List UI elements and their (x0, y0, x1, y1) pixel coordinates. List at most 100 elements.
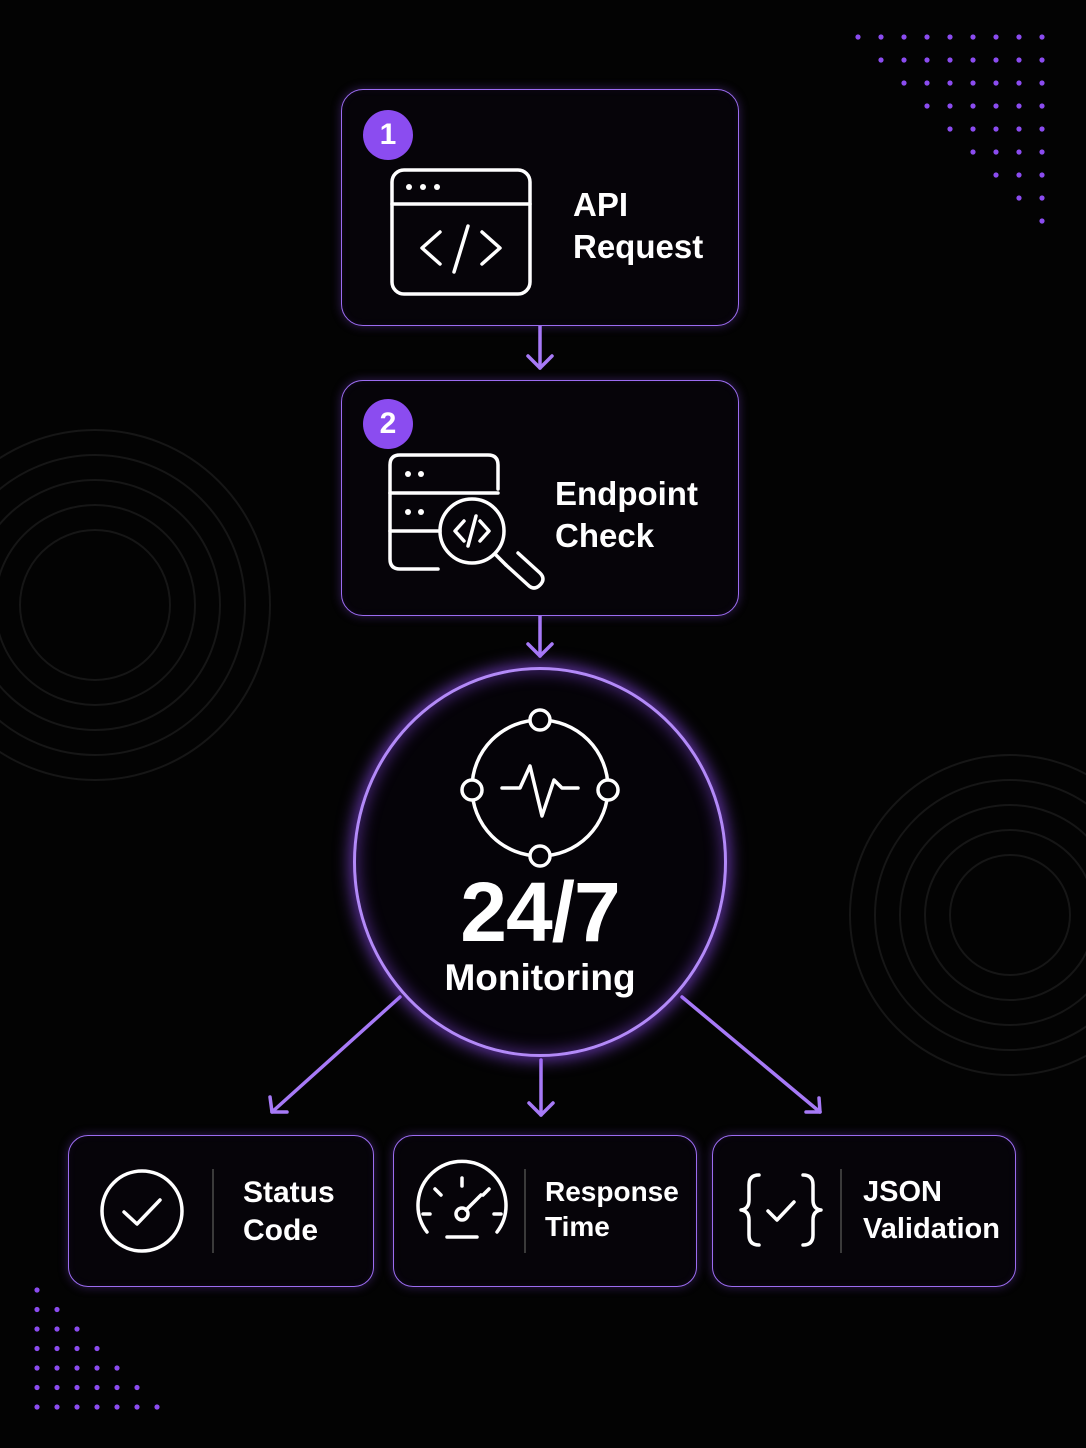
decorative-dot (947, 34, 953, 40)
card-divider (524, 1169, 526, 1253)
hub-number: 24/7 (460, 865, 621, 959)
decorative-dot (54, 1365, 60, 1371)
decorative-dot (924, 80, 930, 86)
decorative-dot (34, 1345, 40, 1352)
output-title: Response Time (545, 1174, 679, 1245)
decorative-dot (134, 1404, 140, 1410)
step-card-endpoint-check: 2 Endpoi (341, 380, 739, 616)
output-title-line-1: JSON (863, 1176, 942, 1208)
step-title-line-1: Endpoint (555, 475, 698, 512)
decorative-dot (54, 1326, 60, 1332)
decorative-dot (993, 103, 999, 109)
decorative-dot (34, 1404, 40, 1410)
decorative-dot (993, 34, 999, 40)
arrow-hub-to-response-time (527, 1058, 555, 1117)
decorative-dot (993, 149, 999, 155)
output-card-json-validation: JSON Validation (712, 1135, 1016, 1287)
decorative-dot (34, 1384, 40, 1391)
decorative-dot (54, 1306, 60, 1313)
decorative-dot (74, 1345, 80, 1352)
decorative-dot (34, 1287, 40, 1293)
decorative-dot (1039, 149, 1045, 155)
step-number-badge: 1 (363, 110, 413, 160)
decorative-dot (901, 57, 907, 63)
decorative-dot (74, 1384, 80, 1391)
output-title-line-1: Response (545, 1176, 679, 1207)
decorative-dot (947, 80, 953, 86)
pulse-monitor-icon (460, 706, 620, 868)
decorative-dot (970, 57, 976, 63)
decorative-dot (34, 1306, 40, 1313)
decorative-dot (993, 172, 999, 178)
output-title-line-2: Time (545, 1211, 610, 1243)
decorative-dot (94, 1404, 100, 1410)
dot-grid-bottom-left (34, 1287, 160, 1410)
output-title-line-1: Status (243, 1176, 335, 1209)
server-inspect-icon (388, 453, 548, 599)
decorative-dot (34, 1365, 40, 1371)
decorative-dot (1016, 126, 1022, 132)
decorative-dot (970, 126, 976, 132)
decorative-dot (34, 1326, 40, 1332)
decorative-dot (114, 1384, 120, 1391)
decorative-dot (970, 149, 976, 155)
dot-grid-top-right (855, 34, 1045, 224)
decorative-dot (1039, 80, 1045, 86)
decorative-dot (947, 57, 953, 63)
step-title: Endpoint Check (555, 473, 698, 556)
decorative-dot (74, 1326, 80, 1332)
arrow-step2-to-hub (526, 614, 554, 658)
decorative-dot (1016, 103, 1022, 109)
decorative-dot (74, 1404, 80, 1410)
decorative-dot (1016, 57, 1022, 63)
decorative-dot (970, 103, 976, 109)
output-title: Status Code (243, 1174, 335, 1250)
decorative-dot (993, 80, 999, 86)
decorative-dot (54, 1384, 60, 1391)
code-window-icon (390, 168, 532, 296)
decorative-dot (1039, 103, 1045, 109)
decorative-dot (1016, 80, 1022, 86)
step-card-api-request: 1 API Request (341, 89, 739, 326)
decorative-dot (993, 126, 999, 132)
decorative-dot (1039, 57, 1045, 63)
decorative-dot (74, 1365, 80, 1371)
concentric-rings-right (849, 754, 1086, 1076)
decorative-dot (154, 1404, 160, 1410)
json-check-icon (739, 1172, 823, 1248)
decorative-dot (947, 126, 953, 132)
decorative-dot (1016, 172, 1022, 178)
decorative-dot (54, 1345, 60, 1352)
step-title-line-1: API (573, 186, 629, 223)
decorative-dot (1016, 34, 1022, 40)
decorative-dot (114, 1404, 120, 1410)
step-title-line-2: Check (555, 516, 655, 554)
arrow-hub-to-json-validation (680, 995, 822, 1114)
output-title-line-2: Validation (863, 1212, 1000, 1245)
decorative-dot (1039, 218, 1045, 224)
decorative-dot (1016, 195, 1022, 201)
decorative-dot (970, 34, 976, 40)
decorative-dot (878, 57, 884, 63)
output-card-status-code: Status Code (68, 1135, 374, 1287)
decorative-dot (94, 1345, 100, 1352)
decorative-dot (970, 80, 976, 86)
decorative-dot (54, 1404, 60, 1410)
decorative-dot (114, 1365, 120, 1371)
decorative-dot (901, 34, 907, 40)
step-title: API Request (573, 184, 703, 267)
decorative-dot (878, 34, 884, 40)
hub-label: Monitoring (444, 957, 636, 998)
decorative-dot (1039, 172, 1045, 178)
speedometer-icon (415, 1159, 509, 1242)
decorative-dot (924, 57, 930, 63)
card-divider (840, 1169, 842, 1253)
decorative-dot (1039, 34, 1045, 40)
arrow-hub-to-status-code (268, 995, 402, 1114)
step-number-badge: 2 (363, 399, 413, 449)
card-divider (212, 1169, 214, 1253)
check-circle-icon (100, 1169, 184, 1253)
decorative-dot (134, 1384, 140, 1391)
